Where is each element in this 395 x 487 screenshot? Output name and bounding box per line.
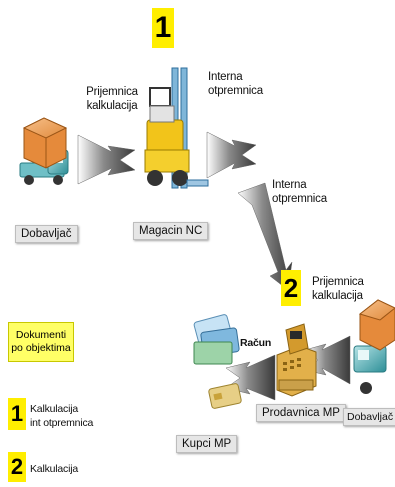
- arrow-label-internal-dispatch: Interna otpremnica: [272, 179, 327, 205]
- legend-marker-2: [8, 452, 26, 482]
- legend-text: Kalkulacija int otpremnica: [30, 403, 94, 429]
- legend-text: Kalkulacija: [30, 463, 78, 475]
- legend-number: 2: [10, 454, 24, 479]
- supplier-truck-icon: [353, 299, 395, 394]
- arrow-label-invoice: Račun: [240, 337, 272, 349]
- legend-number: 1: [10, 401, 24, 426]
- warehouse-badge: 1: [152, 8, 174, 48]
- legend-marker-1: [8, 398, 26, 430]
- legend-title: Dokumenti po objektima: [8, 322, 74, 362]
- node-label-warehouse: Magacin NC: [133, 222, 209, 240]
- forklift-icon: [144, 67, 209, 189]
- node-label-customers: Kupci MP: [176, 435, 238, 453]
- arrow-supplier-to-warehouse: [77, 134, 136, 185]
- store-badge: 2: [281, 270, 301, 306]
- arrow-label-receipt-calc: Prijemnica kalkulacija: [312, 276, 364, 302]
- arrow-label-receipt-calc: Prijemnica kalkulacija: [86, 86, 138, 112]
- cash-register-icon: [276, 323, 317, 397]
- arrow-label-internal-dispatch: Interna otpremnica: [208, 71, 263, 97]
- node-label-store: Prodavnica MP: [256, 404, 346, 422]
- customers-cards-icon: [193, 314, 242, 409]
- node-label-supplier: Dobavljač: [15, 225, 78, 243]
- node-label-supplier: Dobavljač: [343, 408, 395, 426]
- supplier-truck-icon: [19, 117, 69, 185]
- arrow-warehouse-internal: [206, 131, 257, 179]
